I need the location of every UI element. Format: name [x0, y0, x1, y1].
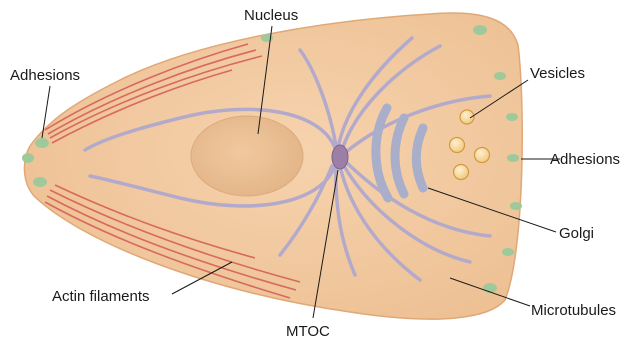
label-adhesions-left: Adhesions: [10, 67, 80, 84]
nucleus: [191, 116, 303, 196]
label-nucleus: Nucleus: [244, 7, 298, 24]
label-microtubules: Microtubules: [531, 302, 616, 319]
mtoc: [332, 145, 348, 169]
label-vesicles: Vesicles: [530, 65, 585, 82]
label-adhesions-right: Adhesions: [550, 151, 620, 168]
label-actin-filaments: Actin filaments: [52, 288, 150, 305]
label-mtoc: MTOC: [286, 323, 330, 340]
label-golgi: Golgi: [559, 225, 594, 242]
